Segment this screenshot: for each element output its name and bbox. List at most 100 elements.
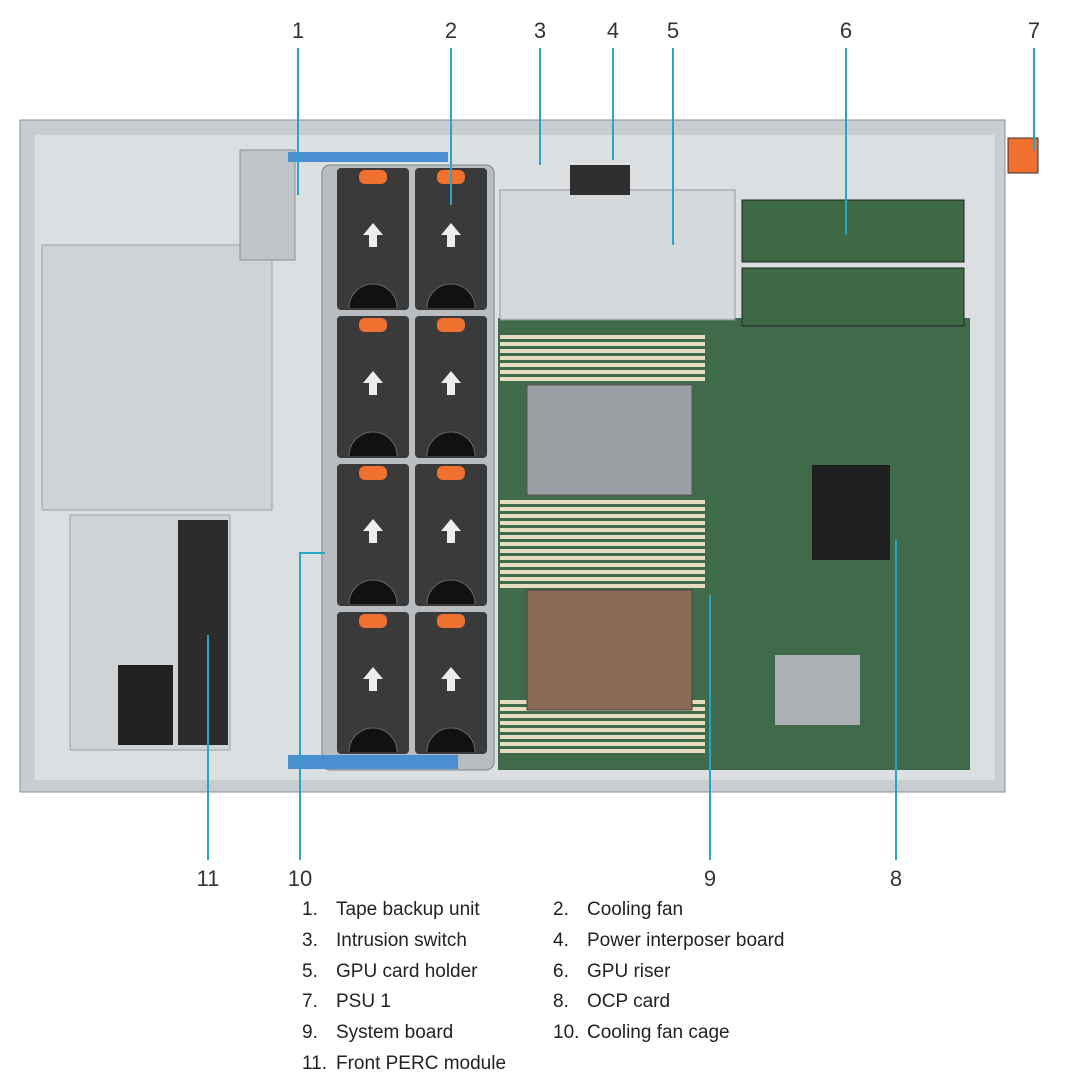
legend-number: 3.: [302, 929, 318, 951]
dimm-slot: [500, 556, 705, 560]
dimm-slot: [500, 349, 705, 353]
fan-latch: [359, 318, 387, 332]
callout-6: 6: [839, 18, 853, 43]
dimm-slot: [500, 563, 705, 567]
dimm-slot: [500, 363, 705, 367]
cooling-fan: [415, 612, 487, 754]
dimm-slot: [500, 335, 705, 339]
legend-text: GPU riser: [587, 960, 671, 982]
dimm-slot: [500, 721, 705, 725]
legend-text: Cooling fan: [587, 899, 684, 920]
legend-text: Cooling fan cage: [587, 1022, 730, 1044]
dimm-slot: [500, 514, 705, 518]
callout-4: 4: [606, 18, 620, 43]
airflow-arrow-icon: [441, 223, 461, 247]
dimm-slot: [500, 377, 705, 381]
cooling-fan: [337, 612, 409, 754]
dimm-slot: [500, 500, 705, 504]
dimm-slot: [500, 528, 705, 532]
legend-item: 11. Front PERC module: [302, 1053, 506, 1075]
dimm-slot: [500, 735, 705, 739]
airflow-arrow-icon: [363, 667, 383, 691]
callout-5: 5: [666, 18, 680, 43]
fan-latch: [359, 614, 387, 628]
dimm-slot: [500, 714, 705, 718]
dimm-slot: [500, 728, 705, 732]
perc-battery: [118, 665, 173, 745]
legend-text: Power interposer board: [587, 929, 785, 951]
legend-item: 9.System board: [302, 1022, 453, 1044]
legend-text: PSU 1: [336, 991, 391, 1013]
legend-item: 7. PSU 1: [302, 991, 391, 1013]
legend-number: 8.: [553, 991, 569, 1013]
legend-text: GPU card holder: [336, 960, 478, 982]
callout-1: 1: [291, 18, 305, 43]
dimm-slot: [500, 521, 705, 525]
legend-text: System board: [336, 1022, 454, 1044]
drive-bay-panel: [41, 244, 273, 511]
legend-item: 10. Cooling fan cage: [553, 1022, 730, 1044]
gpu-card-holder: [499, 189, 736, 321]
cooling-fan: [415, 168, 487, 310]
fan-latch: [359, 170, 387, 184]
cpu-socket: [526, 384, 693, 496]
legend-number: 7.: [302, 991, 318, 1013]
legend-number: 11.: [302, 1053, 328, 1074]
front-perc-module: [178, 520, 228, 745]
fan-latch: [437, 614, 465, 628]
legend-text: Front PERC module: [336, 1053, 507, 1074]
legend-item: 4. Power interposer board: [553, 930, 785, 952]
cooling-fan: [337, 316, 409, 458]
airflow-arrow-icon: [441, 519, 461, 543]
dimm-slot: [500, 570, 705, 574]
dimm-slot: [500, 584, 705, 588]
airflow-arrow-icon: [441, 371, 461, 395]
heatsink: [526, 589, 693, 711]
dimm-slot: [500, 342, 705, 346]
legend-number: 10.: [553, 1022, 580, 1044]
legend-number: 2.: [553, 899, 569, 920]
legend-item: 8.OCP card: [553, 991, 670, 1013]
gpu-riser-2: [741, 267, 965, 327]
airflow-arrow-icon: [363, 371, 383, 395]
power-interposer-board: [570, 165, 630, 195]
legend-text: Tape backup unit: [336, 899, 480, 920]
cooling-fan: [415, 464, 487, 606]
dimm-slot: [500, 370, 705, 374]
dimm-slot: [500, 749, 705, 753]
tape-backup-unit: [239, 149, 296, 261]
legend-number: 5.: [302, 960, 318, 982]
cooling-fan: [337, 168, 409, 310]
callout-9: 9: [703, 866, 717, 891]
legend-number: 6.: [553, 960, 569, 982]
callout-11: 11: [196, 866, 220, 891]
fan-latch: [437, 466, 465, 480]
gpu-riser-1: [741, 199, 965, 263]
fan-latch: [437, 318, 465, 332]
airflow-arrow-icon: [363, 223, 383, 247]
cooling-fan: [337, 464, 409, 606]
dimm-slot: [500, 577, 705, 581]
fan-cage-handle-top: [288, 152, 448, 162]
legend-number: 1.: [302, 899, 318, 920]
callout-3: 3: [533, 18, 547, 43]
dimm-slot: [500, 742, 705, 746]
fan-cage-handle: [288, 755, 458, 769]
legend-text: Intrusion switch: [336, 929, 467, 951]
callout-8: 8: [889, 866, 903, 891]
airflow-arrow-icon: [441, 667, 461, 691]
dimm-slot: [500, 535, 705, 539]
ocp-card-heatsink: [812, 465, 890, 560]
legend-item: 1. Tape backup unit: [302, 899, 480, 921]
callout-2: 2: [444, 18, 458, 43]
dimm-slot: [500, 507, 705, 511]
legend-number: 4.: [553, 929, 569, 951]
callout-7: 7: [1027, 18, 1041, 43]
callout-10: 10: [287, 866, 313, 891]
cooling-fan: [415, 316, 487, 458]
legend-item: 5. GPU card holder: [302, 961, 478, 983]
legend-item: 3. Intrusion switch: [302, 930, 467, 952]
leader-10: [299, 552, 325, 860]
dimm-slot: [500, 549, 705, 553]
